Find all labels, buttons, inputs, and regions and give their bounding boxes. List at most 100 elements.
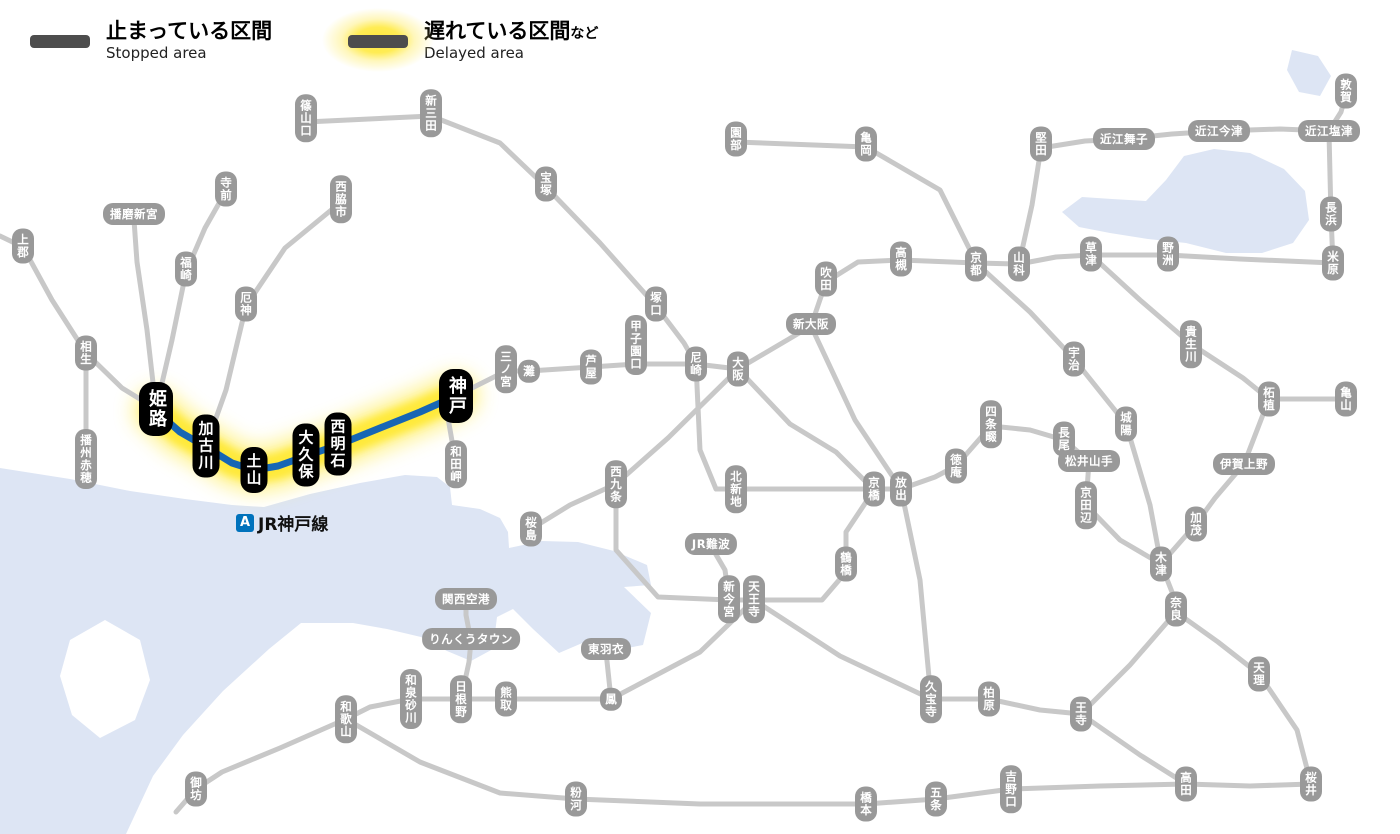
station: 近江今津 [1188, 120, 1250, 142]
station: 長尾 [1053, 421, 1075, 457]
delayed-line-swatch [348, 35, 408, 48]
rail-line-sanin [733, 139, 979, 265]
station: 宇治 [1063, 341, 1085, 377]
station: 草津 [1080, 236, 1102, 272]
rail-line-nara-line [973, 260, 1164, 567]
station: 堅田 [1030, 126, 1052, 162]
station: 亀山 [1335, 381, 1357, 417]
station: 上郡 [12, 228, 34, 264]
station: 灘 [518, 359, 540, 383]
legend-delayed-label-ja-suffix: など [570, 26, 599, 42]
station: 吉野口 [1000, 765, 1022, 813]
station: 新大阪 [786, 313, 836, 335]
station: 和歌山 [335, 695, 357, 743]
station: りんくうタウン [422, 628, 520, 650]
station: 相生 [75, 335, 97, 371]
legend-delayed-text: 遅れている区間など Delayed area [424, 18, 598, 62]
rail-line-gakkentoshi [871, 423, 1164, 567]
station: 京田辺 [1075, 481, 1097, 529]
station: 加茂 [1185, 506, 1207, 542]
legend-stopped-label-en: Stopped area [106, 44, 207, 63]
rail-line-oji-nara [1078, 609, 1179, 717]
station: 柏原 [978, 681, 1000, 717]
station: 和田岬 [445, 440, 467, 488]
station: 京都 [965, 246, 987, 282]
rail-line-kansai-west [1158, 396, 1272, 567]
rail-line-kishin [131, 217, 159, 412]
station: 三ノ宮 [495, 345, 517, 393]
station: 甲子園口 [625, 315, 647, 375]
station: 王寺 [1070, 696, 1092, 732]
legend-delayed: 遅れている区間など Delayed area [322, 8, 598, 72]
legend-delayed-label-ja-main: 遅れている区間 [424, 19, 571, 43]
station: 播州赤穂 [75, 429, 97, 489]
station: 五条 [925, 781, 947, 817]
station: 篠山口 [295, 94, 317, 142]
station: 西明石 [324, 412, 352, 476]
station: 塚口 [645, 286, 667, 322]
stopped-swatch-box [30, 18, 92, 62]
station: 新今宮 [718, 575, 740, 623]
station: 加古川 [192, 414, 220, 478]
station: 宝塚 [535, 166, 557, 202]
station: 寺前 [215, 171, 237, 207]
legend-stopped: 止まっている区間 Stopped area [30, 18, 272, 62]
station: 福崎 [175, 251, 197, 287]
station: 四条畷 [980, 400, 1002, 448]
station: 野洲 [1157, 236, 1179, 272]
station: 西九条 [605, 460, 627, 508]
rail-line-fukuchiyama [303, 113, 699, 367]
station: 新三田 [420, 89, 442, 137]
station: 徳庵 [945, 448, 967, 484]
rail-line-yamatoji [751, 597, 1084, 717]
station: 敦賀 [1335, 73, 1357, 109]
station: 貴生川 [1180, 320, 1202, 368]
station: 粉河 [565, 781, 587, 817]
station: 桜島 [520, 511, 542, 547]
station: 木津 [1150, 546, 1172, 582]
station: 亀岡 [855, 126, 877, 162]
rail-line-wakayama-line [343, 716, 1189, 807]
station: 天理 [1248, 656, 1270, 692]
station: 近江塩津 [1298, 120, 1360, 142]
jr-kobe-line-label: A JR神戸線 [236, 510, 328, 535]
station: JR難波 [684, 533, 738, 555]
station: 近江舞子 [1093, 128, 1155, 150]
station: 芦屋 [580, 349, 602, 385]
legend-delayed-label-ja: 遅れている区間など [424, 18, 598, 44]
station: 高槻 [890, 241, 912, 277]
station: 高田 [1175, 766, 1197, 802]
rail-line-takada-sakurai [1183, 781, 1314, 789]
legend-stopped-label-ja: 止まっている区間 [106, 19, 273, 43]
station: 奈良 [1165, 591, 1187, 627]
water-area [0, 468, 651, 834]
station: 鶴橋 [835, 546, 857, 582]
water-area [1062, 149, 1309, 253]
station: 松井山手 [1058, 450, 1120, 472]
station: 大久保 [292, 423, 320, 487]
water-area [1287, 50, 1331, 96]
station: 厄神 [235, 286, 257, 322]
station: 東羽衣 [581, 638, 631, 660]
station: 姫路 [139, 382, 173, 436]
station: 長浜 [1320, 196, 1342, 232]
legend-delayed-label-en: Delayed area [424, 44, 524, 63]
station: 園部 [725, 121, 747, 157]
legend-stopped-text: 止まっている区間 Stopped area [106, 18, 272, 62]
station: 日根野 [450, 675, 472, 723]
station: 関西空港 [435, 588, 497, 610]
stopped-line-swatch [30, 35, 90, 48]
station: 尼崎 [685, 346, 707, 382]
station: 山科 [1008, 246, 1030, 282]
station: 神戸 [439, 369, 473, 423]
rail-line-sakurajima [528, 481, 619, 532]
station: 天王寺 [743, 575, 765, 623]
station: 京橋 [863, 471, 885, 507]
station: 大阪 [727, 351, 749, 387]
station: 西脇市 [330, 175, 352, 223]
station: 桜井 [1300, 766, 1322, 802]
line-symbol-A: A [236, 513, 254, 532]
station: 北新地 [725, 465, 747, 513]
station: 御坊 [185, 771, 207, 807]
